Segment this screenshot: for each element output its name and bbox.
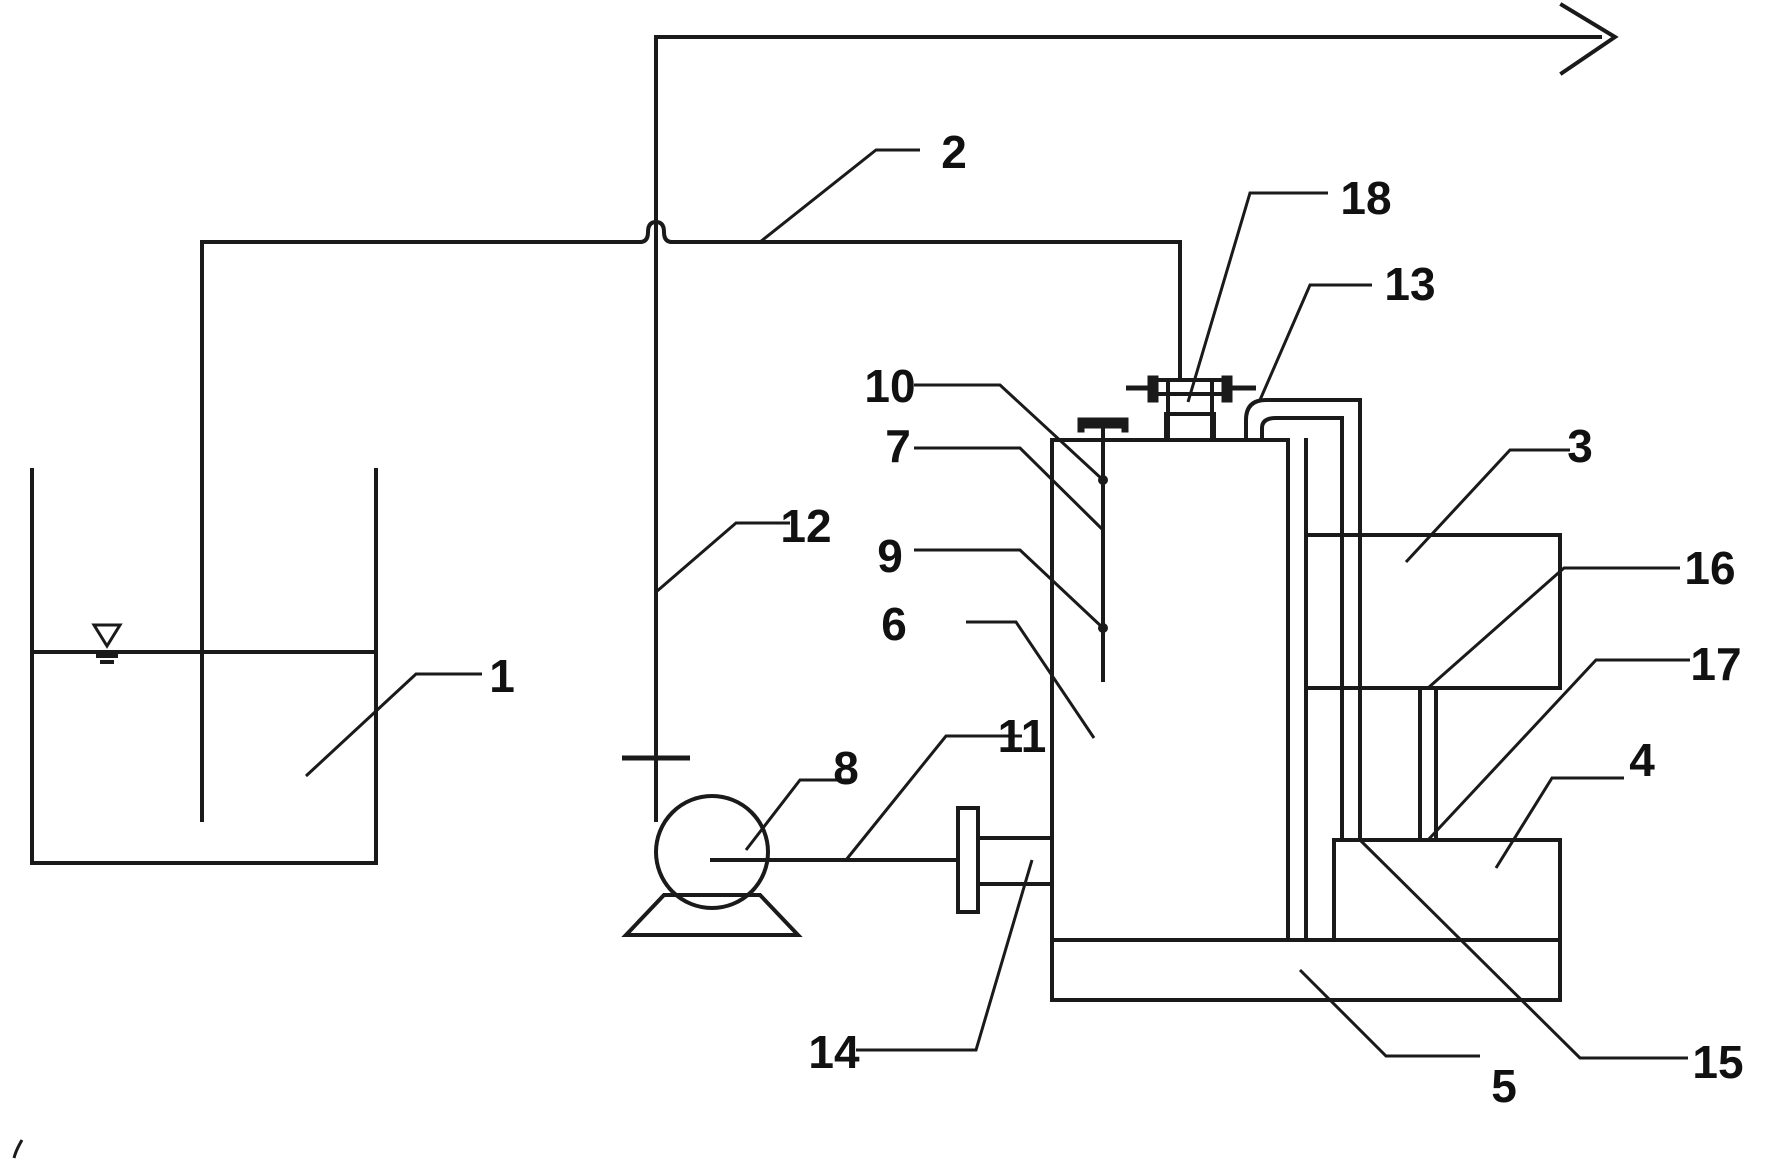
label-17: 17 bbox=[1690, 638, 1741, 690]
label-3: 3 bbox=[1567, 420, 1593, 472]
label-6: 6 bbox=[881, 598, 907, 650]
label-5: 5 bbox=[1491, 1060, 1517, 1112]
pump-8 bbox=[621, 794, 803, 937]
overflow-pipe-13 bbox=[1244, 398, 1362, 842]
tank-3 bbox=[1304, 533, 1562, 690]
stray-mark bbox=[12, 1139, 24, 1159]
water-tank-1 bbox=[30, 468, 378, 865]
label-1: 1 bbox=[489, 650, 515, 702]
label-18: 18 bbox=[1340, 172, 1391, 224]
inlet-fitting-18 bbox=[1126, 375, 1256, 442]
connecting-pipe-11 bbox=[710, 806, 1054, 914]
label-4: 4 bbox=[1629, 734, 1655, 786]
label-7: 7 bbox=[885, 420, 911, 472]
label-14: 14 bbox=[808, 1026, 860, 1078]
label-15: 15 bbox=[1692, 1036, 1743, 1088]
label-13: 13 bbox=[1384, 258, 1435, 310]
label-16: 16 bbox=[1684, 542, 1735, 594]
label-11: 11 bbox=[998, 710, 1047, 762]
label-2: 2 bbox=[941, 126, 967, 178]
label-10: 10 bbox=[864, 360, 915, 412]
water-level-icon bbox=[91, 623, 123, 649]
base-5 bbox=[1050, 938, 1562, 1002]
pipe-16-17 bbox=[1418, 686, 1438, 842]
probe-7 bbox=[1077, 417, 1129, 682]
label-9: 9 bbox=[877, 530, 903, 582]
flange bbox=[956, 806, 980, 914]
outlet-pipe-12 bbox=[622, 2, 1619, 822]
label-8: 8 bbox=[833, 742, 859, 794]
label-12: 12 bbox=[780, 500, 831, 552]
leader-lines bbox=[304, 148, 1690, 1060]
